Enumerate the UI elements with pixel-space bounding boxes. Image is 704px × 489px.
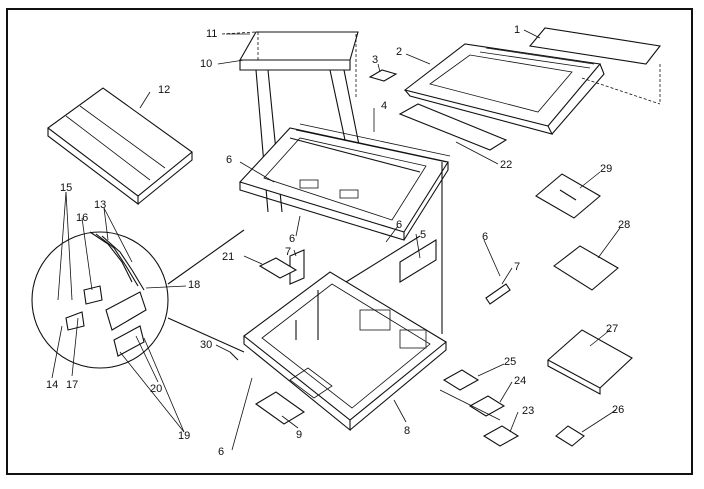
callout-27: 27 [606, 323, 618, 335]
part-1-strip [528, 27, 662, 105]
callout-19: 19 [178, 430, 190, 442]
part-5-rear-panel [345, 235, 437, 283]
callout-4: 4 [381, 100, 387, 112]
part-27-manual [547, 329, 633, 395]
callout-28: 28 [618, 219, 630, 231]
part-7-brackets [289, 249, 511, 305]
callout-6-bottom: 6 [218, 446, 224, 458]
callout-6-far-right: 6 [482, 231, 488, 243]
callout-18: 18 [188, 279, 200, 291]
callout-30: 30 [200, 339, 212, 351]
part-22-window [398, 103, 508, 151]
part-28-manual [553, 245, 619, 291]
callout-2: 2 [396, 46, 402, 58]
callout-labels: 1 2 3 4 5 6 6 6 6 6 7 7 8 9 10 11 12 13 … [46, 24, 630, 458]
callout-24: 24 [514, 375, 526, 387]
callout-21: 21 [222, 251, 234, 263]
part-10-11-bar [221, 31, 373, 213]
callout-5: 5 [420, 229, 426, 241]
callout-10: 10 [200, 58, 212, 70]
callout-7-left: 7 [285, 246, 291, 258]
callout-leaders [51, 29, 621, 451]
callout-25: 25 [504, 356, 516, 368]
part-30-pin [229, 351, 239, 361]
part-26-card [555, 425, 585, 447]
callout-12: 12 [158, 84, 170, 96]
part-2-top-cover [403, 43, 605, 135]
callout-17: 17 [66, 379, 78, 391]
callout-11: 11 [206, 28, 217, 40]
part-23-25-strips [439, 369, 520, 447]
callout-16: 16 [76, 212, 88, 224]
callout-29: 29 [600, 163, 612, 175]
diagram-border [6, 8, 693, 475]
callout-8: 8 [404, 425, 410, 437]
callout-13: 13 [94, 199, 106, 211]
callout-22: 22 [500, 159, 512, 171]
callout-6-upper-left: 6 [226, 154, 232, 166]
callout-14: 14 [46, 379, 58, 391]
callout-23: 23 [522, 405, 534, 417]
part-4-chassis [239, 123, 451, 334]
part-8-base [243, 271, 447, 432]
callout-9: 9 [296, 429, 302, 441]
detail-inset-circle [31, 229, 245, 369]
part-3-badge [368, 69, 398, 82]
callout-6-right: 6 [396, 219, 402, 231]
part-9-foot [254, 391, 306, 425]
callout-7-right: 7 [514, 261, 520, 273]
callout-26: 26 [612, 404, 624, 416]
callout-15: 15 [60, 182, 72, 194]
callout-20: 20 [150, 383, 162, 395]
callout-1: 1 [514, 24, 520, 36]
part-21-plate [258, 257, 298, 279]
part-12-cover [47, 87, 193, 206]
callout-6-mid: 6 [289, 233, 295, 245]
part-29-manual [535, 173, 601, 219]
callout-3: 3 [372, 54, 378, 66]
